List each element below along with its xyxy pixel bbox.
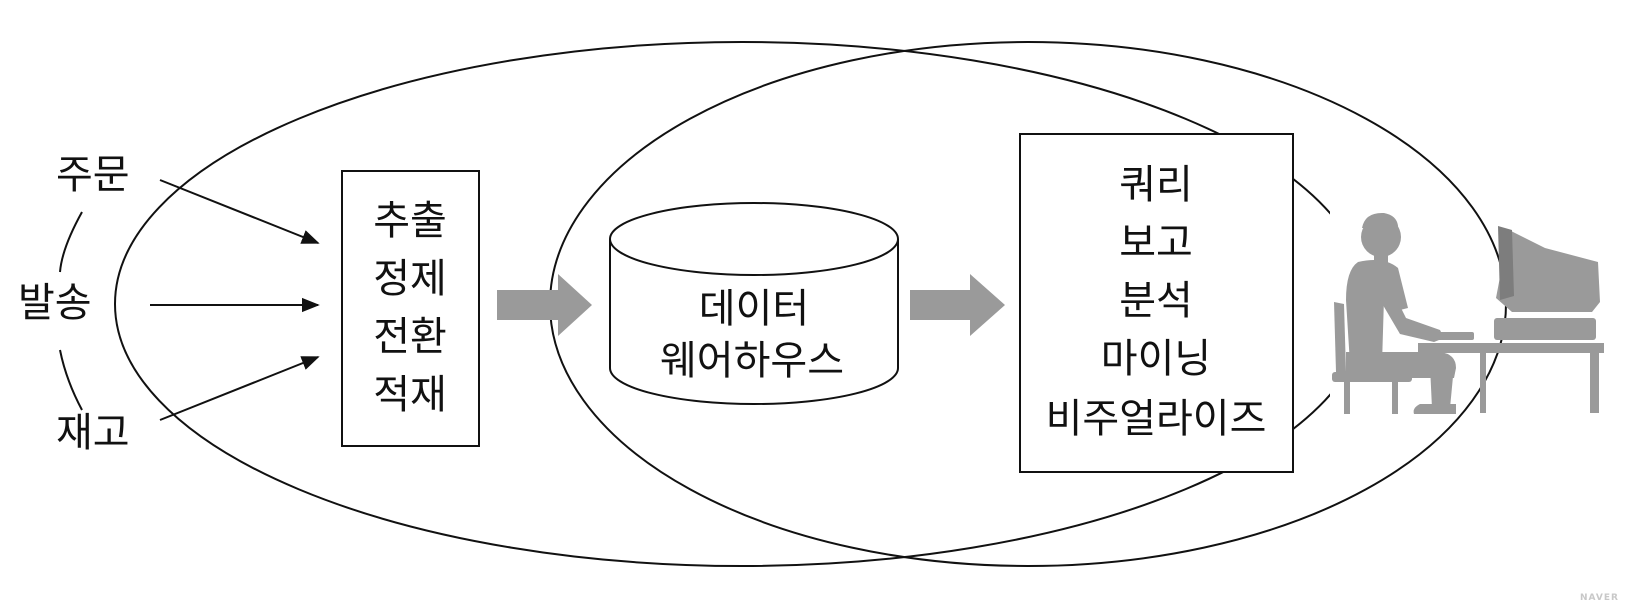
etl-step-cleanse: 정제 [373,256,447,302]
person-at-computer-icon [1332,212,1604,414]
inventory-arrow [159,356,320,421]
etl-step-extract: 추출 [373,198,447,244]
analysis-box [1019,133,1294,473]
etl-step-transform: 전환 [373,314,447,360]
analysis-item-report: 보고 [1119,220,1193,266]
database-cylinder [609,202,899,405]
analysis-item-visualize: 비주얼라이즈 [1046,396,1267,442]
ellipse-gap-left-top [150,100,162,140]
sources-arc-bottom [59,349,83,411]
etl-to-warehouse-arrow [497,274,592,336]
warehouse-label-line1: 데이터 [699,286,809,332]
order-arrow [159,179,320,244]
source-shipping-label: 발송 [18,280,92,326]
warehouse-label-line2: 웨어하우스 [660,338,844,384]
etl-box [341,170,480,447]
watermark-logo: NAVER [1580,593,1619,603]
sources-arc-top [59,211,83,273]
source-order-label: 주문 [56,152,130,198]
analysis-item-analyze: 분석 [1119,278,1193,324]
etl-step-load: 적재 [373,372,447,418]
source-inventory-label: 재고 [56,410,130,456]
warehouse-to-analysis-arrow [910,274,1005,336]
analysis-item-mining: 마이닝 [1101,336,1211,382]
analysis-item-query: 쿼리 [1119,162,1193,208]
